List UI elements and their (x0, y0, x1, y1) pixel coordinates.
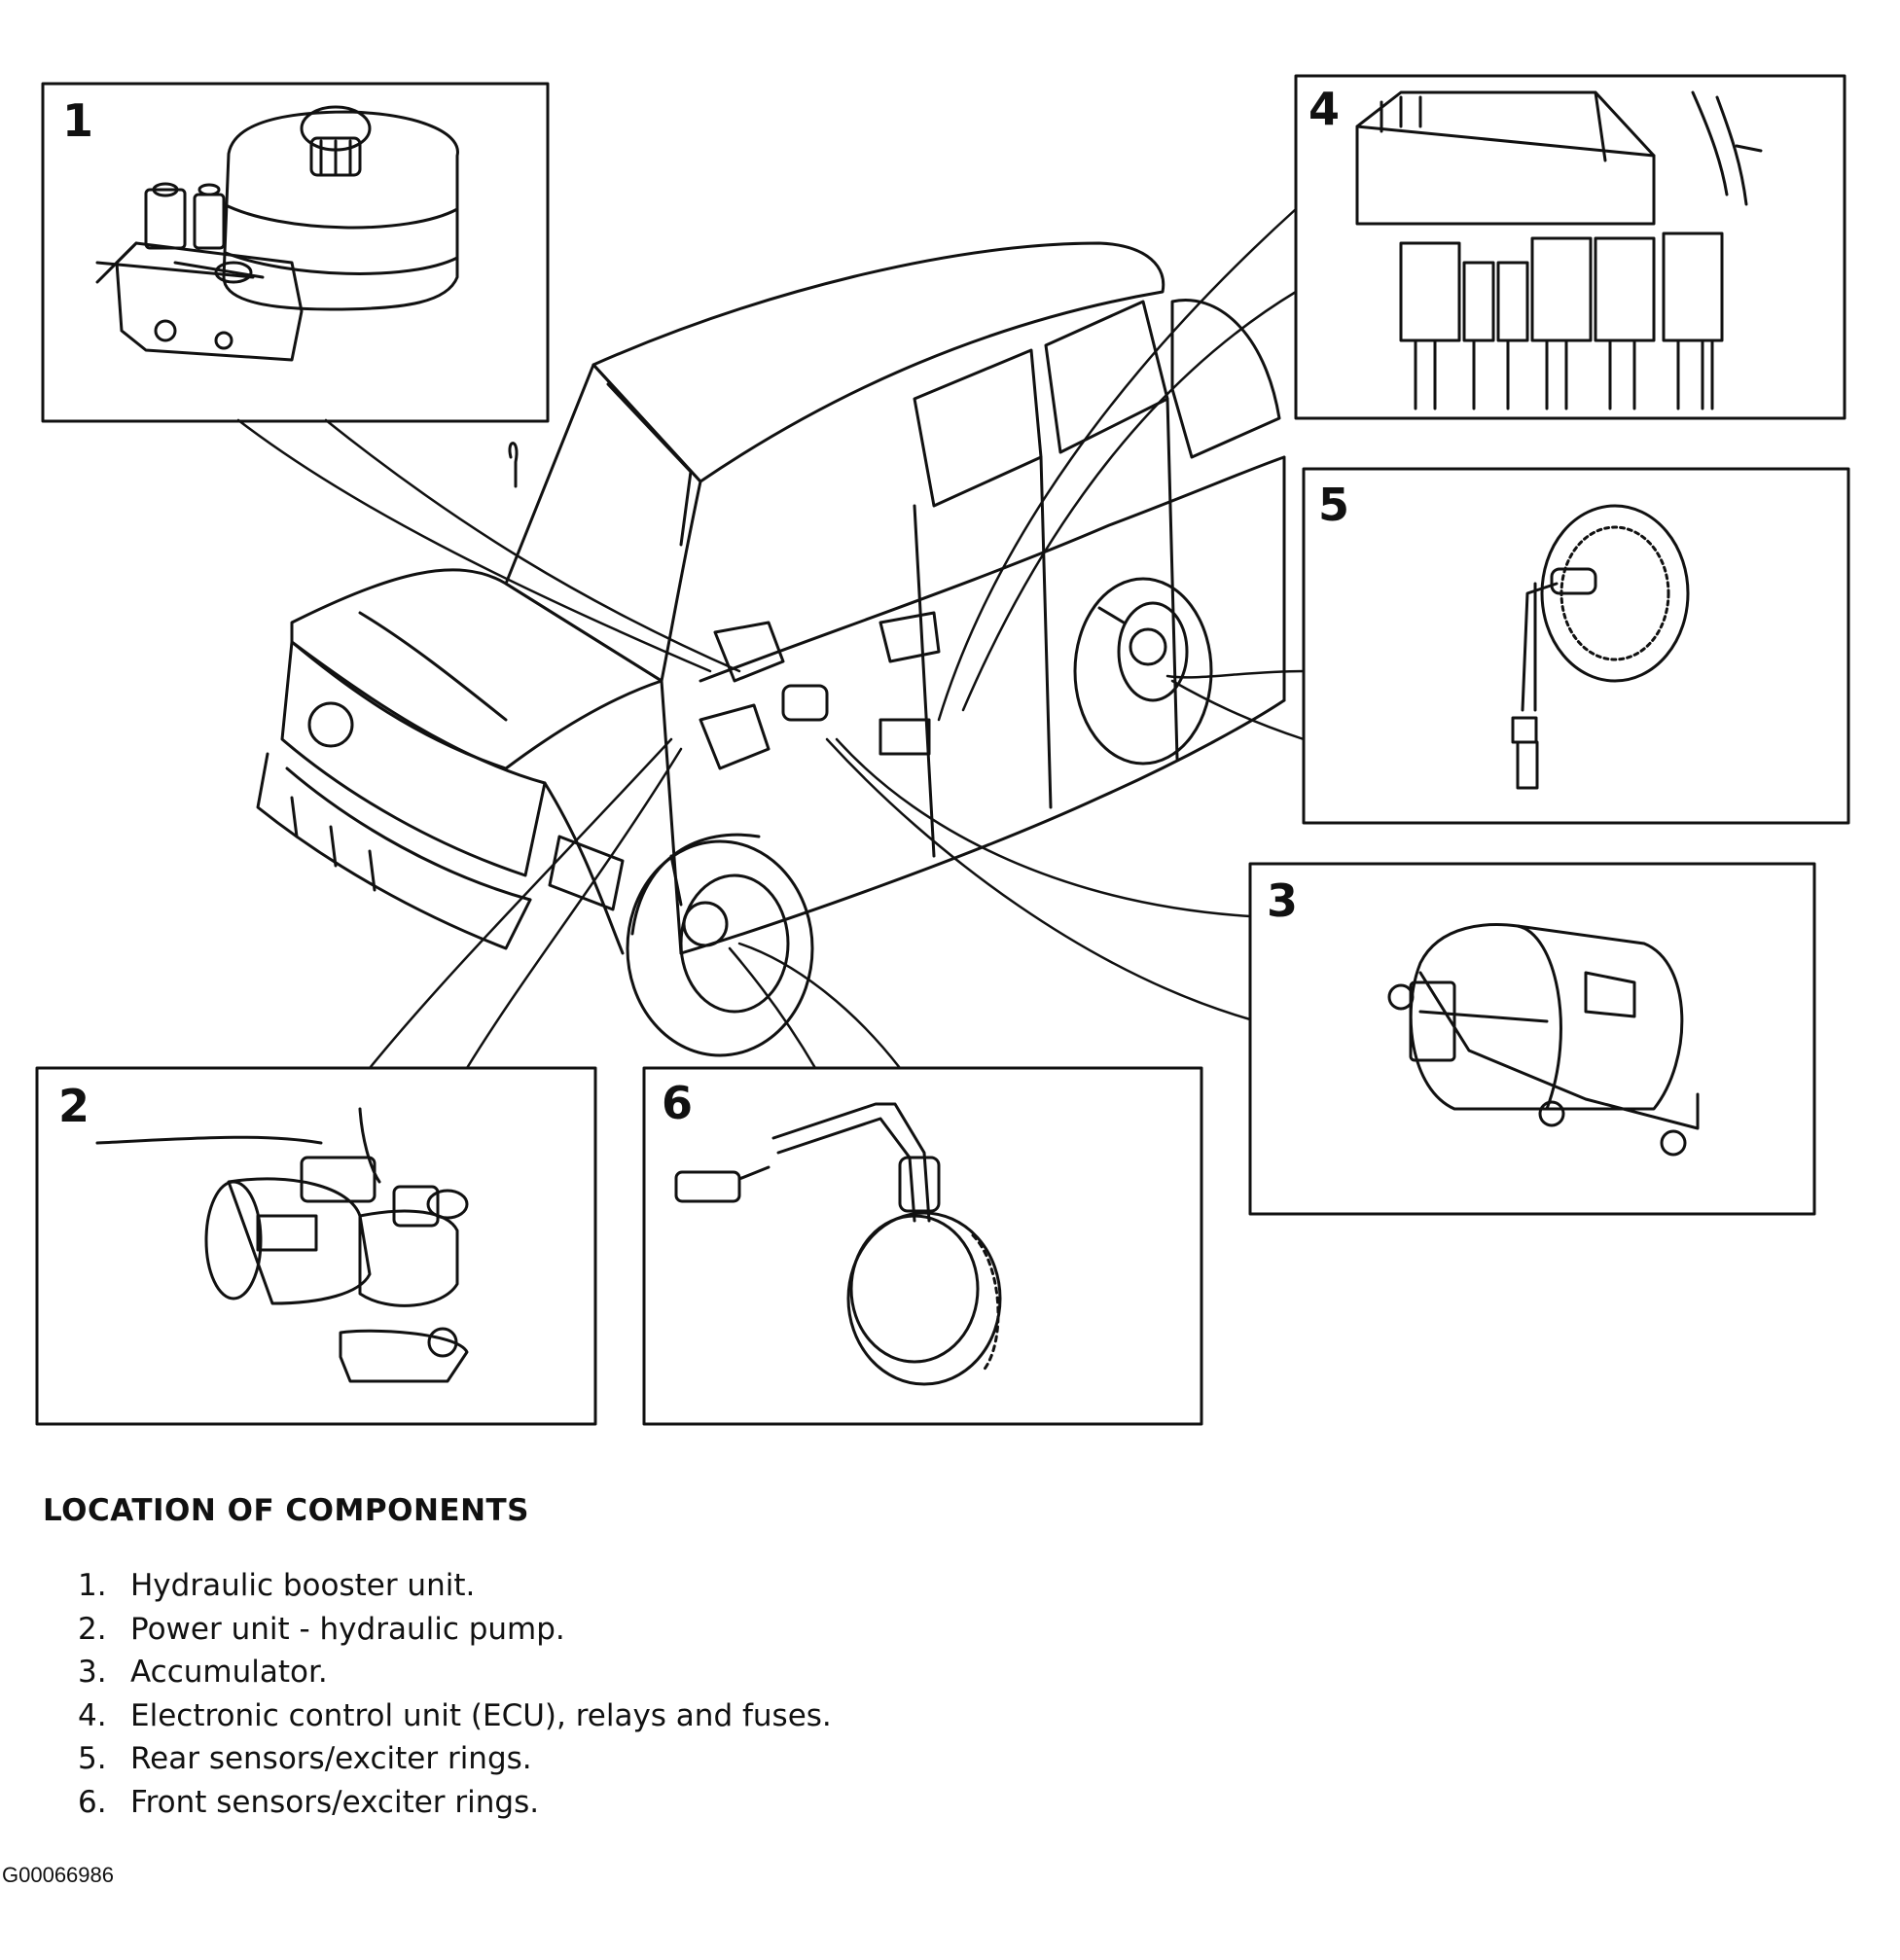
callout-box-3 (1248, 862, 1816, 1216)
legend-item-text: Accumulator. (130, 1655, 328, 1690)
callout-box-2 (35, 1066, 597, 1426)
legend-list: 1. Hydraulic booster unit. 2. Power unit -… (78, 1564, 832, 1824)
legend-item-text: Front sensors/exciter rings. (130, 1784, 540, 1820)
callout-number-1: 1 (62, 94, 93, 147)
legend-item: 3. Accumulator. (78, 1651, 832, 1694)
callout-box-1 (41, 82, 550, 423)
legend-item: 2. Power unit - hydraulic pump. (78, 1608, 832, 1652)
accumulator-illustration (1387, 923, 1700, 1157)
ecu-relays-fuses-illustration (1355, 90, 1763, 410)
figure-id: G00066986 (2, 1863, 114, 1887)
legend-item-number: 2. (78, 1611, 107, 1647)
components-diagram: 1 2 3 4 5 6 (35, 74, 1850, 1426)
legend-item-number: 1. (78, 1568, 107, 1603)
legend-item: 1. Hydraulic booster unit. (78, 1564, 832, 1608)
callout-box-5 (1302, 467, 1850, 825)
callout-number-5: 5 (1318, 479, 1349, 531)
callout-number-2: 2 (58, 1080, 90, 1132)
hydraulic-pump-illustration (95, 1107, 469, 1383)
legend-item-text: Power unit - hydraulic pump. (130, 1611, 565, 1647)
legend-item-text: Rear sensors/exciter rings. (130, 1741, 532, 1776)
callout-box-4 (1294, 74, 1846, 420)
legend-item-number: 3. (78, 1655, 107, 1690)
hydraulic-booster-unit-illustration (95, 105, 459, 362)
vehicle-illustration (256, 241, 1286, 1057)
legend-item-number: 6. (78, 1784, 107, 1820)
callout-number-3: 3 (1267, 874, 1298, 927)
legend-item-number: 5. (78, 1741, 107, 1776)
legend-item: 5. Rear sensors/exciter rings. (78, 1737, 832, 1781)
legend-title: LOCATION OF COMPONENTS (43, 1493, 529, 1528)
leader-lines (236, 207, 1306, 1070)
legend-item: 6. Front sensors/exciter rings. (78, 1781, 832, 1825)
front-sensor-illustration (674, 1102, 1002, 1386)
legend-item-text: Electronic control unit (ECU), relays an… (130, 1697, 832, 1733)
rear-sensor-illustration (1511, 504, 1690, 790)
legend-item: 4. Electronic control unit (ECU), relays … (78, 1694, 832, 1738)
legend-item-number: 4. (78, 1697, 107, 1733)
callout-number-6: 6 (662, 1077, 693, 1129)
callout-number-4: 4 (1308, 83, 1340, 135)
callout-box-6 (642, 1066, 1203, 1426)
legend-item-text: Hydraulic booster unit. (130, 1568, 476, 1603)
